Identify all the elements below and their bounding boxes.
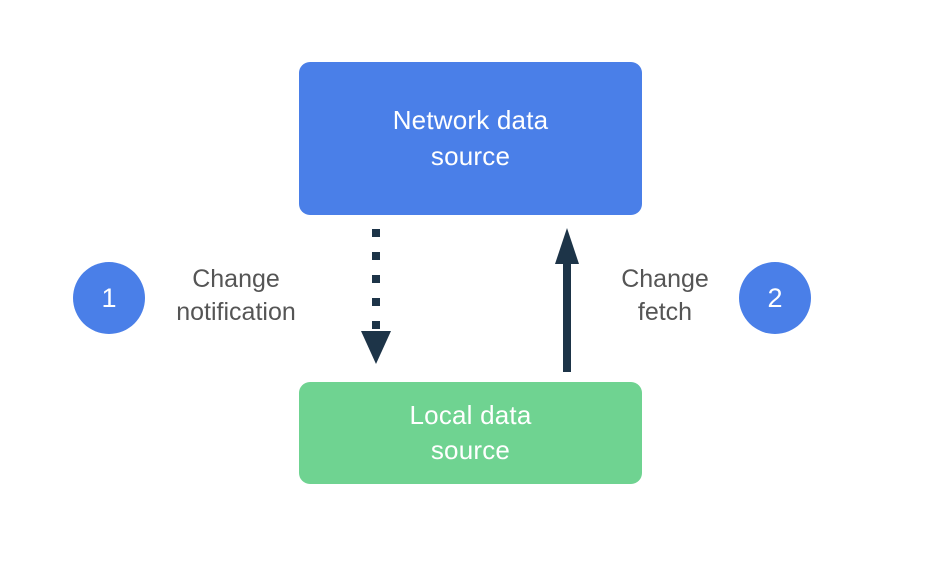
edge-label-change-fetch-line2: fetch [637, 298, 693, 326]
node-network-label-line2: source [430, 140, 511, 171]
step-badge-2-number: 2 [767, 282, 783, 313]
arrow-change-fetch-solid-up-icon [555, 228, 579, 372]
node-local-data-source: Local data source [299, 382, 642, 484]
edge-label-change-notification-line2: notification [176, 298, 296, 326]
edge-label-change-fetch-line1: Change [621, 265, 709, 293]
edge-label-change-fetch: Change fetch [600, 263, 730, 329]
node-local-label-line1: Local data [409, 399, 532, 430]
node-network-data-source: Network data source [299, 62, 642, 215]
step-badge-2: 2 [739, 262, 811, 334]
node-network-label-line1: Network data [392, 105, 549, 136]
step-badge-1: 1 [73, 262, 145, 334]
edge-label-change-notification: Change notification [156, 263, 316, 329]
node-network-data-source-label: Network data source [393, 103, 549, 173]
step-badge-1-number: 1 [101, 282, 117, 313]
node-local-data-source-label: Local data source [410, 398, 532, 468]
node-local-label-line2: source [430, 435, 511, 465]
edge-label-change-notification-line1: Change [192, 265, 280, 293]
arrow-change-notification-dotted-down-icon [361, 229, 391, 364]
